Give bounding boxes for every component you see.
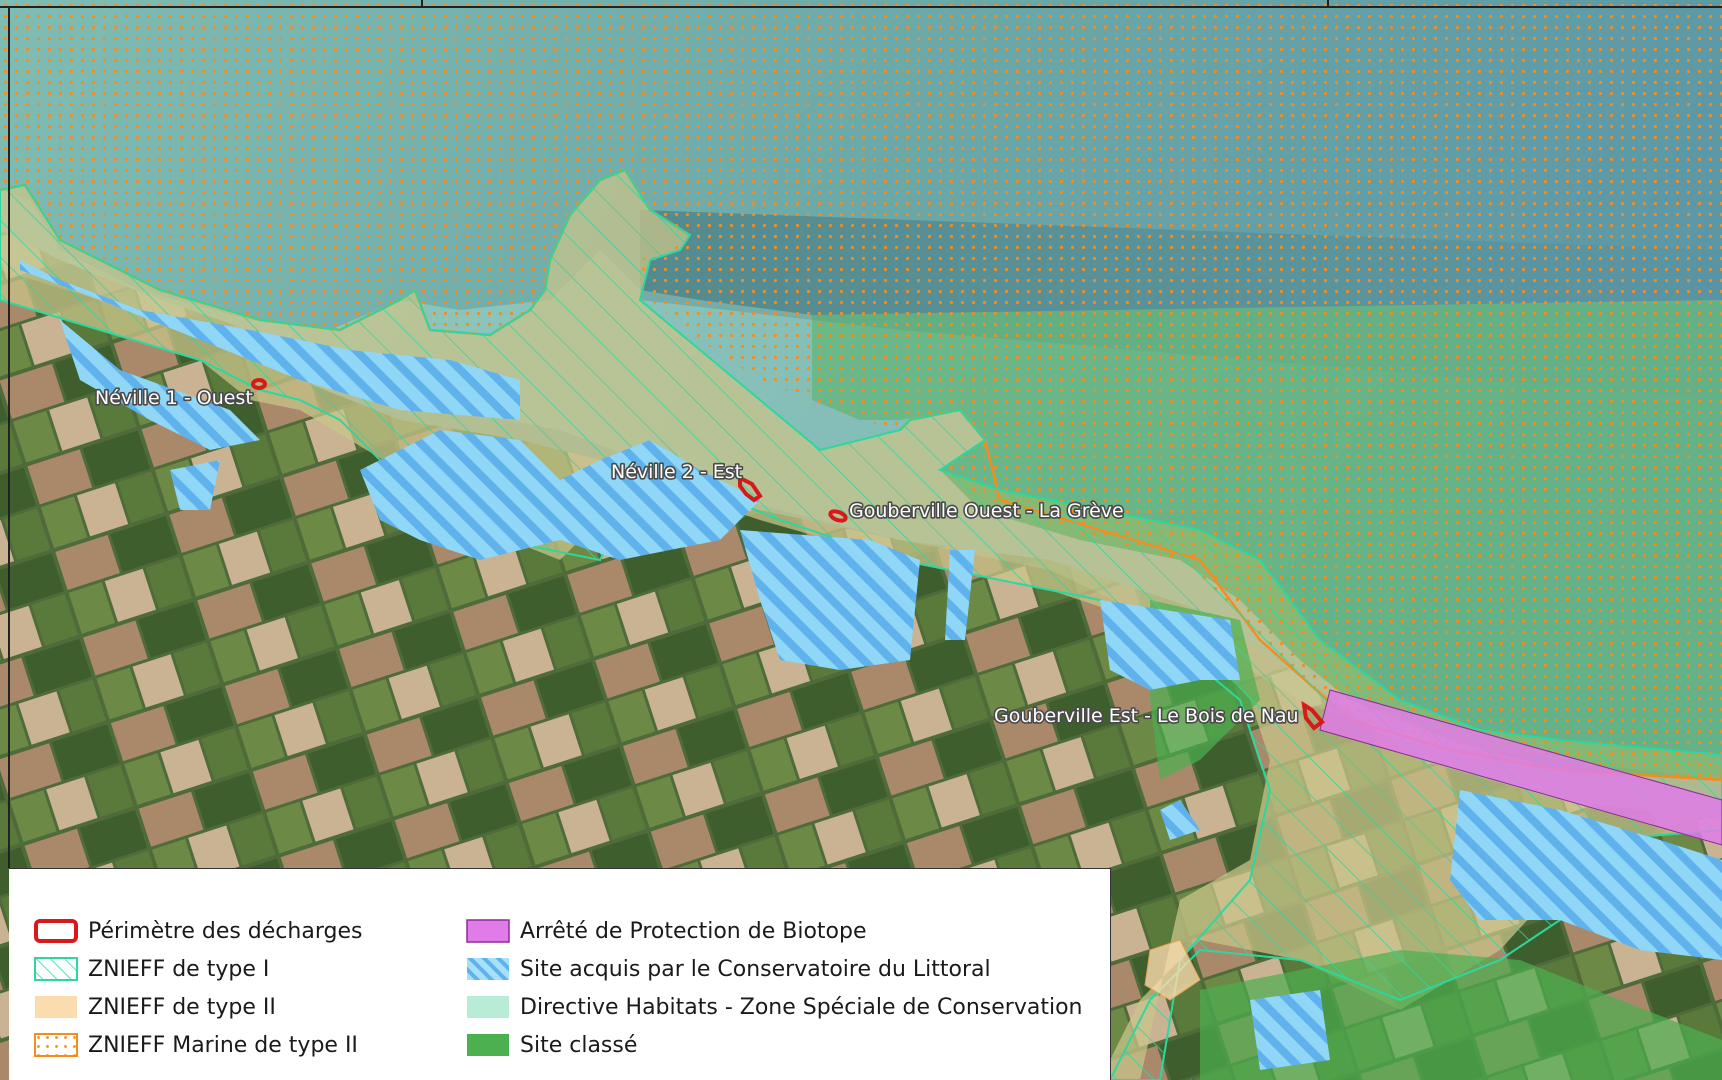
conservatoire-zone-neville (360, 430, 760, 560)
magenta-fill-swatch-icon (466, 919, 510, 943)
legend-label: Périmètre des décharges (88, 918, 363, 944)
legend-item-perimetre-decharges: Périmètre des décharges (34, 916, 362, 946)
conservatoire-zone-west-2 (60, 320, 260, 450)
legend-item-znieff-type-2: ZNIEFF de type II (34, 992, 276, 1022)
map-legend: Périmètre des décharges ZNIEFF de type I… (9, 868, 1111, 1080)
znieff-marine-zone (0, 0, 1722, 780)
arrete-biotope-zone (1319, 689, 1722, 846)
mint-fill-swatch-icon (467, 996, 509, 1018)
conservatoire-zone-southeast (1450, 790, 1722, 960)
conservatoire-zone-central (740, 530, 920, 670)
legend-label: Directive Habitats - Zone Spéciale de Co… (520, 994, 1083, 1020)
decharge-neville-2-est[interactable] (738, 474, 763, 503)
legend-label: Arrêté de Protection de Biotope (520, 918, 867, 944)
conservatoire-zone-west (20, 260, 520, 420)
conservatoire-zone-east (1100, 600, 1240, 690)
green-fill-swatch-icon (467, 1034, 509, 1056)
label-gouberville-ouest: Gouberville Ouest - La Grève (849, 500, 1124, 522)
legend-label: ZNIEFF de type I (88, 956, 270, 982)
decharge-gouberville-est[interactable] (1301, 700, 1325, 731)
conservatoire-zone-plot-b (945, 550, 975, 640)
legend-item-site-classe: Site classé (466, 1030, 637, 1060)
conservatoire-zone-plot-a (170, 460, 220, 510)
conservatoire-zone-south-2 (1250, 990, 1330, 1070)
green-hatch-swatch-icon (34, 957, 78, 981)
legend-item-arrete-protection-biotope: Arrêté de Protection de Biotope (466, 916, 867, 946)
legend-item-directive-habitats-zsc: Directive Habitats - Zone Spéciale de Co… (466, 992, 1083, 1022)
label-neville-1-ouest: Néville 1 - Ouest (95, 387, 253, 409)
beige-fill-swatch-icon (35, 996, 77, 1018)
legend-label: Site acquis par le Conservatoire du Litt… (520, 956, 991, 982)
label-neville-2-est: Néville 2 - Est (611, 461, 742, 483)
blue-hatch-swatch-icon (467, 958, 509, 980)
legend-label: Site classé (520, 1032, 638, 1058)
orange-dots-swatch-icon (34, 1033, 78, 1057)
legend-item-znieff-marine-type-2: ZNIEFF Marine de type II (34, 1030, 358, 1060)
label-gouberville-est: Gouberville Est - Le Bois de Nau (994, 705, 1299, 727)
decharge-gouberville-ouest[interactable] (828, 509, 848, 523)
legend-label: ZNIEFF de type II (88, 994, 276, 1020)
red-outline-swatch-icon (34, 919, 78, 943)
legend-item-site-conservatoire-littoral: Site acquis par le Conservatoire du Litt… (466, 954, 991, 984)
legend-label: ZNIEFF Marine de type II (88, 1032, 358, 1058)
znieff-type-2-plot (1144, 939, 1201, 1001)
conservatoire-zone-south (1160, 800, 1200, 840)
legend-item-znieff-type-1: ZNIEFF de type I (34, 954, 269, 984)
decharge-neville-1-ouest[interactable] (251, 378, 267, 390)
